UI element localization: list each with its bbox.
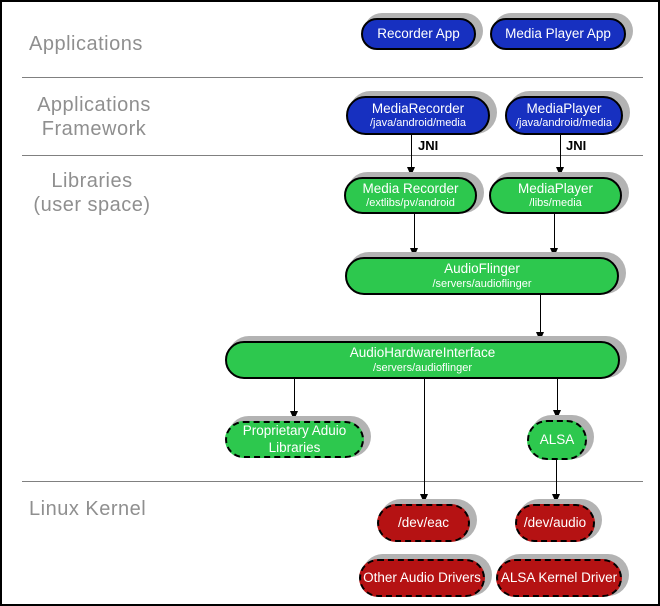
node-audiohardwareinterface: AudioHardwareInterface /servers/audiofli… — [225, 341, 620, 379]
node-mediarecorder-framework-path: /java/android/media — [369, 117, 466, 129]
node-mediaplayer-framework-path: /java/android/media — [515, 117, 612, 129]
connector-ahi-alsa — [557, 379, 558, 410]
node-dev-audio: /dev/audio — [515, 504, 595, 542]
connector-mediarecorder-jni — [411, 135, 412, 167]
connector-mediaplayer-audioflinger — [554, 214, 555, 248]
node-other-audio-drivers-label: Other Audio Drivers — [363, 569, 481, 585]
separator-applications — [22, 77, 643, 78]
node-mediaplayer-lib-path: /libs/media — [529, 197, 582, 209]
node-proprietary-audio-libraries: Proprietary Aduio Libraries — [225, 421, 364, 458]
node-alsa: ALSA — [527, 420, 587, 460]
jni-label-right: JNI — [566, 138, 587, 153]
node-media-recorder-lib: Media Recorder /extlibs/pv/android — [344, 177, 477, 214]
layer-label-applications: Applications — [29, 33, 143, 55]
layer-label-applications-framework: Applications Framework — [37, 94, 151, 140]
connector-ahi-dev-eac — [424, 379, 425, 494]
separator-kernel — [22, 481, 643, 482]
node-alsa-kernel-driver-label: ALSA Kernel Driver — [500, 569, 618, 585]
node-alsa-label: ALSA — [539, 431, 575, 447]
node-proprietary-audio-label2: Libraries — [268, 439, 321, 455]
node-audiohardwareinterface-path: /servers/audioflinger — [372, 361, 473, 374]
node-media-player-app: Media Player App — [490, 18, 626, 50]
arrowhead-down-icon — [553, 410, 561, 419]
node-other-audio-drivers: Other Audio Drivers — [359, 559, 485, 597]
connector-audioflinger-ahi — [540, 295, 541, 332]
connector-alsa-dev-audio — [556, 460, 557, 494]
node-audioflinger-label: AudioFlinger — [444, 261, 520, 277]
arrowhead-down-icon — [420, 494, 428, 503]
arrowhead-down-icon — [407, 167, 415, 176]
layer-label-libraries: Libraries (user space) — [33, 170, 151, 216]
node-media-recorder-lib-label: Media Recorder — [362, 180, 459, 196]
arrowhead-down-icon — [410, 248, 418, 257]
connector-mediaplayer-jni — [560, 135, 561, 167]
arrowhead-down-icon — [552, 494, 560, 503]
arrowhead-down-icon — [290, 411, 298, 420]
arrowhead-down-icon — [536, 332, 544, 341]
node-mediarecorder-framework: MediaRecorder /java/android/media — [346, 96, 490, 135]
arrowhead-down-icon — [556, 167, 564, 176]
layer-label-linux-kernel: Linux Kernel — [29, 498, 147, 520]
node-media-player-app-label: Media Player App — [505, 25, 611, 41]
node-mediaplayer-framework-label: MediaPlayer — [526, 100, 602, 116]
node-mediaplayer-framework: MediaPlayer /java/android/media — [505, 96, 623, 135]
node-dev-eac-label: /dev/eac — [397, 514, 450, 530]
node-mediarecorder-framework-label: MediaRecorder — [371, 100, 465, 116]
node-proprietary-audio-label: Proprietary Aduio — [242, 423, 347, 439]
node-recorder-app-label: Recorder App — [377, 25, 460, 41]
connector-ahi-proprietary — [294, 379, 295, 411]
separator-framework — [22, 155, 643, 156]
arrowhead-down-icon — [550, 248, 558, 257]
node-mediaplayer-lib-label: MediaPlayer — [517, 180, 594, 196]
jni-label-left: JNI — [418, 138, 439, 153]
node-alsa-kernel-driver: ALSA Kernel Driver — [496, 559, 622, 597]
node-dev-eac: /dev/eac — [377, 504, 470, 542]
node-audioflinger-path: /servers/audioflinger — [432, 277, 532, 290]
connector-mediarecorder-audioflinger — [414, 214, 415, 248]
node-media-recorder-lib-path: /extlibs/pv/android — [366, 197, 455, 209]
node-audiohardwareinterface-label: AudioHardwareInterface — [349, 345, 496, 361]
node-mediaplayer-lib: MediaPlayer /libs/media — [489, 177, 622, 214]
node-audioflinger: AudioFlinger /servers/audioflinger — [345, 257, 619, 295]
node-recorder-app: Recorder App — [361, 18, 476, 50]
node-dev-audio-label: /dev/audio — [523, 514, 587, 530]
